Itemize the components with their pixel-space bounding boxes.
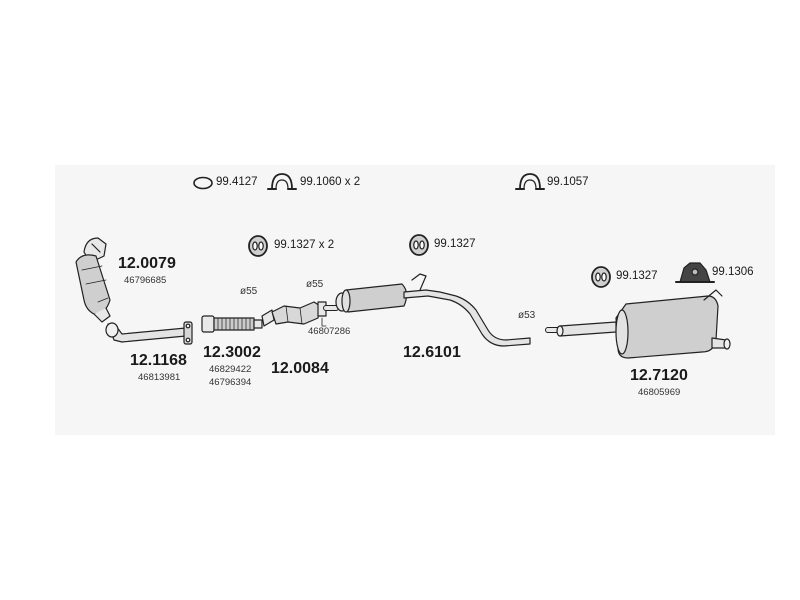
flex-pipe-oem-2: 46796394 [209,377,252,388]
clamp-rear-label: 99.1057 [547,176,589,188]
flex-pipe-oem-1: 46829422 [209,364,252,375]
rear-silencer-code: 12.7120 [630,367,688,384]
mount-rear-label: 99.1306 [712,266,754,278]
front-pipe [105,321,193,345]
hanger-front-label: 99.1327 x 2 [274,239,335,251]
ring-gasket-label: 99.4127 [216,176,258,188]
adapter-leader-line [321,317,327,327]
flex-pipe-code: 12.3002 [203,344,261,361]
rear-silencer [545,289,731,359]
clamp-rear-icon [515,173,545,190]
adapter-diameter: ø55 [306,279,324,290]
adapter-oem: 46807286 [308,326,351,337]
rubber-hanger-mid-icon [409,234,429,256]
flex-pipe [201,315,263,333]
catalytic-converter [75,237,111,323]
diagram-panel [55,165,775,435]
rubber-mount-rear-icon [675,262,715,283]
front-pipe-oem: 46813981 [138,372,181,383]
clamp-pair-icon [267,173,297,190]
clamp-pair-label: 99.1060 x 2 [300,176,361,188]
front-pipe-code: 12.1168 [130,352,187,369]
hanger-rear-label: 99.1327 [616,270,658,282]
adapter-code: 12.0084 [271,360,329,377]
rubber-hanger-front-icon [248,235,268,257]
cat-converter-code: 12.0079 [118,255,176,272]
mid-diameter: ø53 [518,310,536,321]
rubber-hanger-rear-icon [591,266,611,288]
middle-silencer [323,273,531,347]
rear-silencer-oem: 46805969 [638,387,681,398]
adapter-pipe [261,301,327,327]
flex-diameter: ø55 [240,286,258,297]
hanger-mid-label: 99.1327 [434,238,476,250]
middle-silencer-code: 12.6101 [403,344,461,361]
cat-converter-oem: 46796685 [124,275,167,286]
ring-gasket-icon [193,176,213,190]
